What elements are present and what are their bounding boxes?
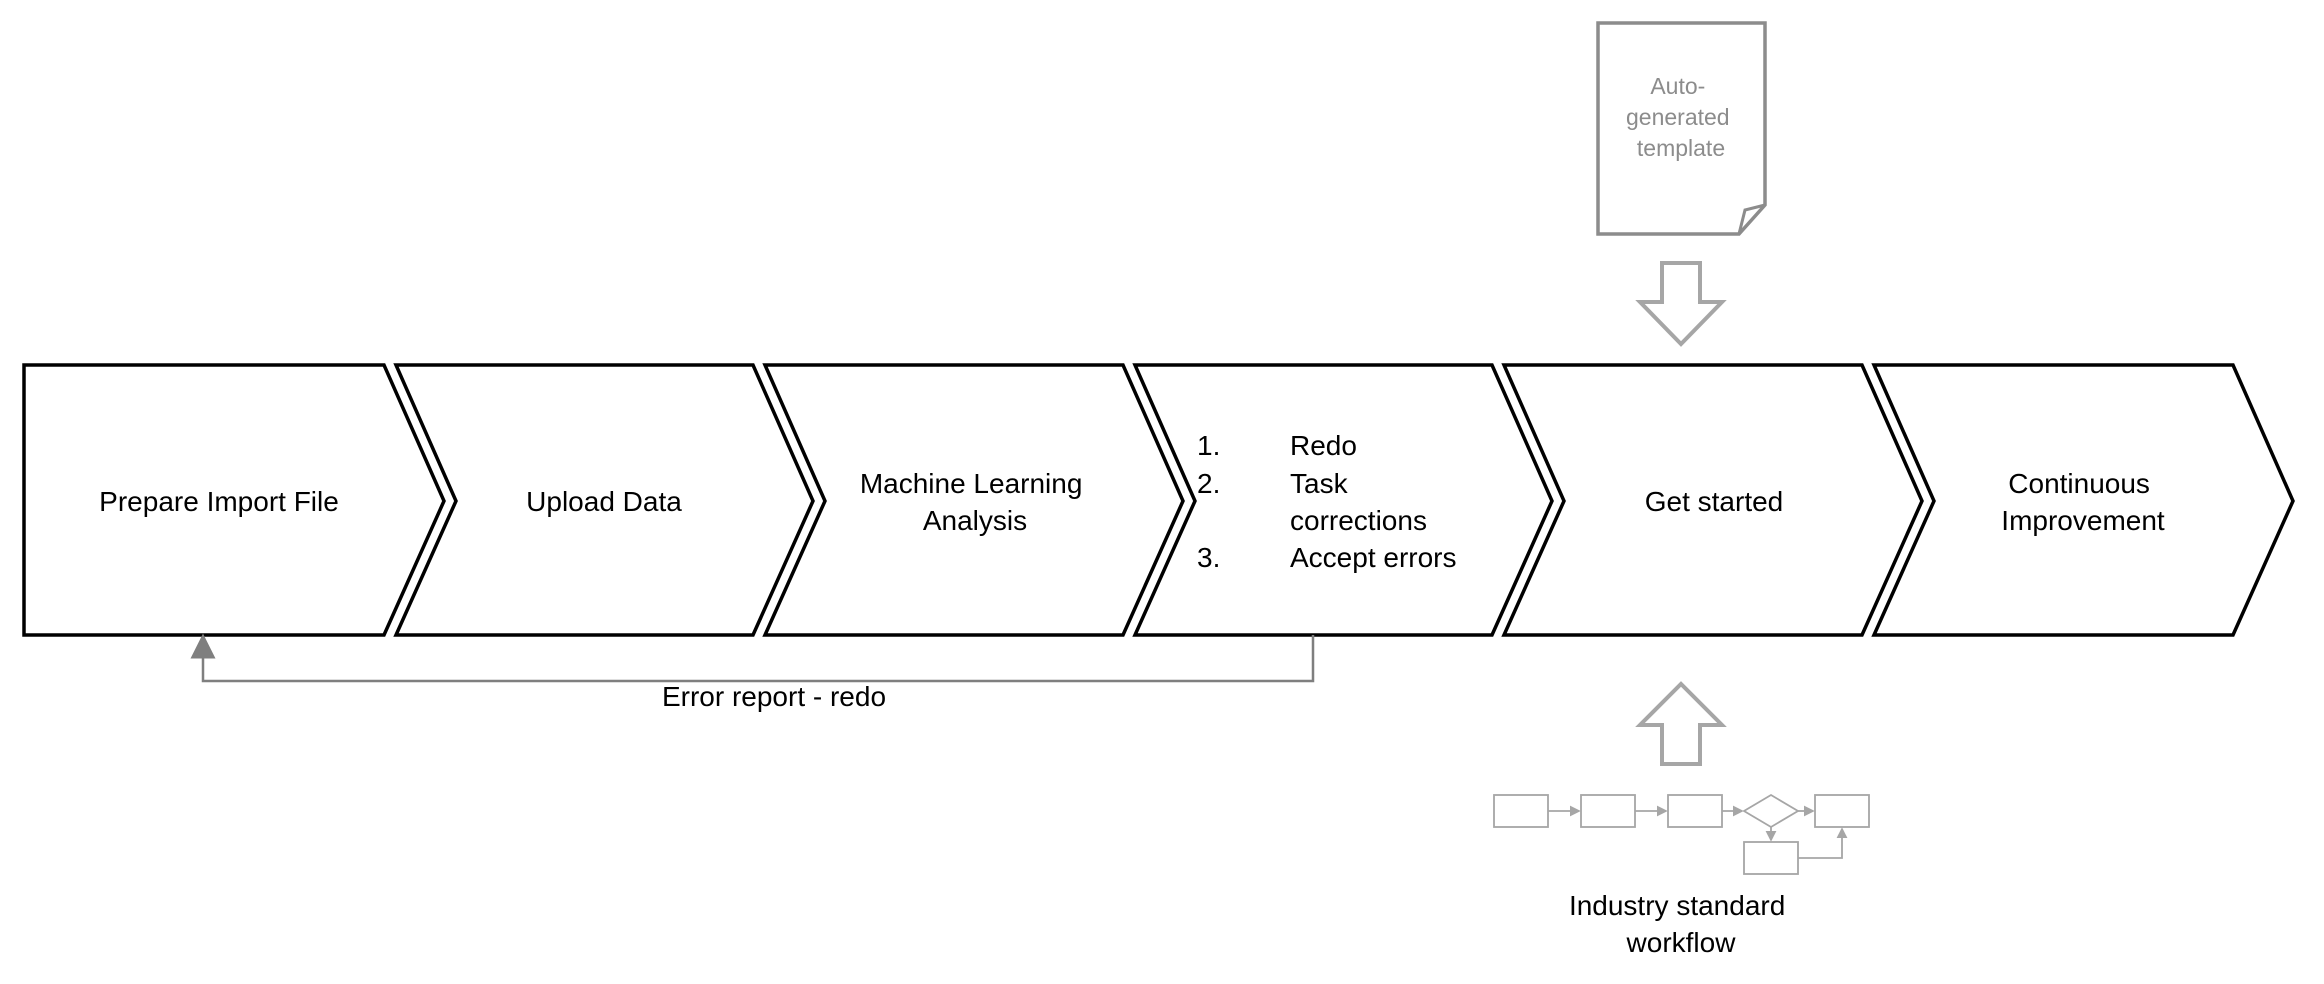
process-flow: Prepare Import File Upload Data Machine … xyxy=(22,363,2295,637)
step-2-label: Upload Data xyxy=(526,486,682,517)
workflow-box-1 xyxy=(1493,794,1549,828)
svg-text:Machine Learning Analysi: Machine Learning Analysis xyxy=(860,468,1090,536)
step-continuous-improvement xyxy=(1871,363,2295,637)
down-arrow-icon xyxy=(1635,261,1727,347)
list-item-accept-errors: Accept errors xyxy=(1290,542,1457,573)
template-document: Auto- generated template xyxy=(1596,21,1767,236)
workflow-connector-6 xyxy=(1798,827,1848,859)
svg-text:Industry standard workflow: Industry standard workflow xyxy=(1569,890,1793,958)
error-report-label: Error report - redo xyxy=(662,681,886,712)
svg-text:Task corrections: Task corrections xyxy=(1290,468,1427,536)
document-icon xyxy=(1596,21,1767,236)
document-fold xyxy=(1737,203,1766,235)
template-line-2: generated xyxy=(1626,104,1730,130)
list-number-1: 1. xyxy=(1197,430,1220,461)
svg-text:Get started: Get started xyxy=(1645,486,1784,517)
list-item-task-corrections-line-1: Task xyxy=(1290,468,1349,499)
svg-text:Prepare Import File: Prepare Import File xyxy=(99,486,339,517)
step-get-started xyxy=(1501,363,1924,637)
list-item-redo: Redo xyxy=(1290,430,1357,461)
workflow-decision xyxy=(1742,793,1800,829)
step-5-label: Get started xyxy=(1645,486,1784,517)
step-prepare-import-file xyxy=(22,363,446,637)
workflow-label-line-1: Industry standard xyxy=(1569,890,1785,921)
step-1-label: Prepare Import File xyxy=(99,486,339,517)
workflow-box-3 xyxy=(1667,794,1723,828)
list-number-3: 3. xyxy=(1197,542,1220,573)
step-6-label-line-2: Improvement xyxy=(2001,505,2165,536)
error-report-connector xyxy=(190,633,1315,683)
step-3-label-line-1: Machine Learning xyxy=(860,468,1083,499)
svg-text:Auto- generated te: Auto- generated template xyxy=(1626,73,1736,161)
list-number-2: 2. xyxy=(1197,468,1220,499)
step-6-label-line-1: Continuous xyxy=(2008,468,2150,499)
up-arrow-icon xyxy=(1635,681,1727,766)
step-3-label-line-2: Analysis xyxy=(923,505,1027,536)
template-line-1: Auto- xyxy=(1650,73,1705,99)
workflow-box-2 xyxy=(1580,794,1636,828)
list-item-task-corrections-line-2: corrections xyxy=(1290,505,1427,536)
template-line-3: template xyxy=(1637,135,1725,161)
step-review-options xyxy=(1132,363,1554,637)
step-upload-data xyxy=(393,363,815,637)
workflow-mini-diagram xyxy=(1493,793,1870,875)
step-machine-learning-analysis xyxy=(762,363,1185,637)
step-4-list: 1. Redo 2. Task corrections 3. Accept er… xyxy=(1197,430,1457,573)
svg-text:Continuous Improvement: Continuous Improvement xyxy=(2001,468,2165,536)
workflow-box-5 xyxy=(1743,841,1799,875)
workflow-label-line-2: workflow xyxy=(1626,927,1737,958)
workflow-box-4 xyxy=(1814,794,1870,828)
svg-text:Upload Data: Upload Data xyxy=(526,486,682,517)
